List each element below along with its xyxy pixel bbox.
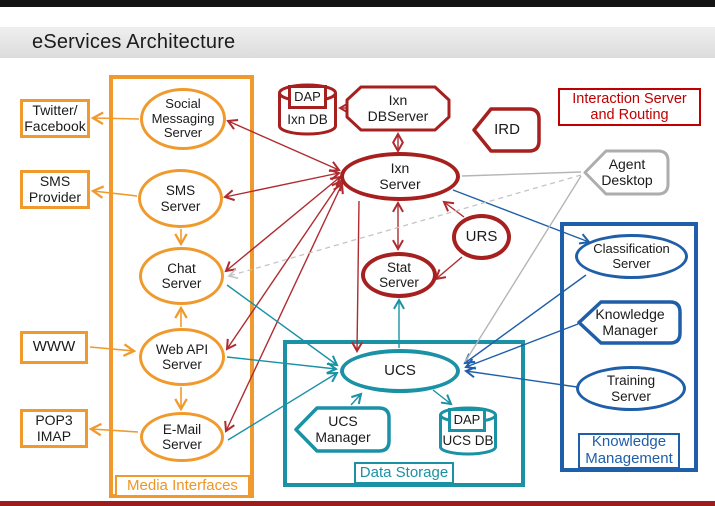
email-server-node: E-Mail Server	[140, 412, 224, 462]
classification-server-node: Classification Server	[575, 234, 688, 279]
web-api-server-node: Web API Server	[139, 328, 225, 386]
bottom-red-bar	[0, 501, 715, 506]
ixn-server-node: Ixn Server	[340, 152, 460, 201]
ucs-db-label: UCS DB	[442, 433, 494, 449]
stat-server-node: Stat Server	[361, 252, 437, 298]
interaction-routing-caption: Interaction Server and Routing	[558, 88, 701, 126]
ixn-db-label: Ixn DB	[287, 112, 328, 128]
training-server-node: Training Server	[576, 366, 686, 411]
dap-ixn-box: DAP	[288, 85, 327, 109]
knowledge-manager-node: Knowledge Manager	[577, 300, 683, 345]
sms-server-node: SMS Server	[138, 169, 223, 228]
social-messaging-server-node: Social Messaging Server	[140, 88, 226, 150]
title-band: eServices Architecture	[0, 27, 715, 58]
top-black-bar	[0, 0, 715, 7]
ucs-node: UCS	[340, 349, 460, 393]
urs-node: URS	[452, 214, 511, 260]
ixn-dbserver-node: Ixn DBServer	[345, 85, 451, 132]
agent-desktop-node: Agent Desktop	[583, 149, 671, 196]
data-storage-caption: Data Storage	[354, 462, 454, 484]
dap-ucs-box: DAP	[448, 408, 486, 432]
chat-server-node: Chat Server	[139, 247, 224, 305]
knowledge-management-caption: Knowledge Management	[578, 433, 680, 469]
ucs-manager-node: UCS Manager	[294, 406, 392, 453]
media-interfaces-caption: Media Interfaces	[115, 475, 250, 497]
ird-node: IRD	[472, 107, 542, 153]
sms-provider-node: SMS Provider	[20, 170, 90, 209]
pop3-imap-node: POP3 IMAP	[20, 409, 88, 448]
page-title: eServices Architecture	[32, 31, 236, 53]
twitter-facebook-node: Twitter/ Facebook	[20, 99, 90, 138]
www-node: WWW	[20, 331, 88, 364]
